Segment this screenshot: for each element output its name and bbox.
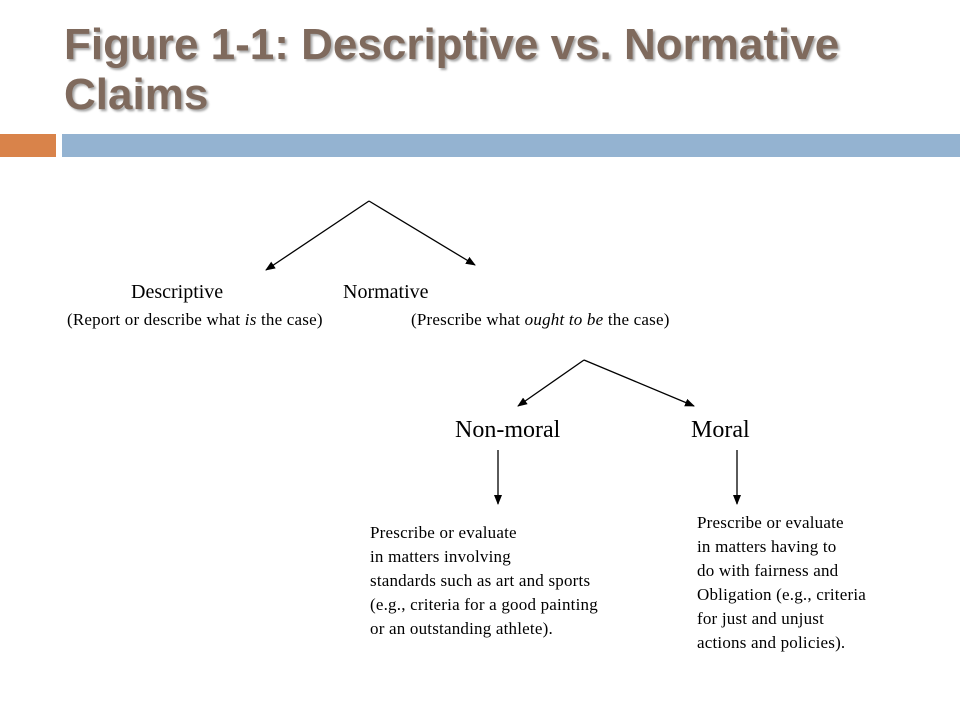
title-underline-orange: [0, 134, 56, 157]
non-moral-label: Non-moral: [455, 417, 561, 443]
arrow-to-descriptive: [265, 200, 370, 271]
descriptive-description: (Report or describe what is the case): [67, 310, 323, 329]
moral-description: Prescribe or evaluate in matters having …: [697, 513, 866, 652]
arrow-to-normative: [368, 200, 476, 266]
non-moral-description: Prescribe or evaluate in matters involvi…: [370, 523, 598, 638]
moral-label: Moral: [691, 417, 750, 443]
slide-title: Figure 1-1: Descriptive vs. Normative Cl…: [64, 20, 840, 119]
normative-description: (Prescribe what ought to be the case): [411, 310, 670, 329]
descriptive-label: Descriptive: [131, 281, 224, 303]
arrow-to-moral: [583, 359, 695, 407]
normative-label: Normative: [343, 281, 429, 303]
title-underline-blue: [62, 134, 960, 157]
arrow-to-non-moral: [517, 359, 585, 407]
